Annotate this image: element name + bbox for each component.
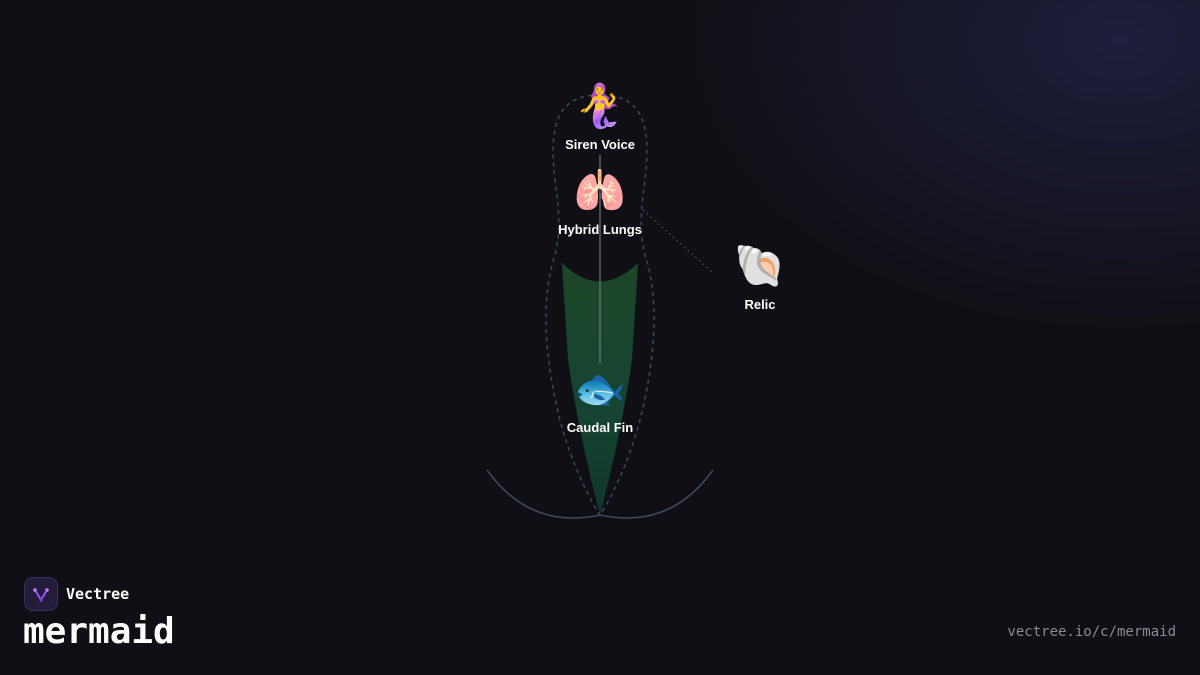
node-label: Hybrid Lungs [558,222,642,237]
node-hybrid-lungs[interactable]: 🫁 Hybrid Lungs [530,166,670,237]
relic-connector [642,209,713,273]
vectree-logo-icon [24,577,58,611]
node-label: Caudal Fin [566,420,634,435]
node-label: Siren Voice [565,137,635,152]
page-title: mermaid [23,611,175,652]
spiral-shell-icon: 🐚 [733,242,787,289]
right-fluke-arc [599,469,714,519]
page-url[interactable]: vectree.io/c/mermaid [1007,624,1176,640]
node-caudal-fin[interactable]: 🐟 Caudal Fin [530,364,670,435]
node-relic[interactable]: 🐚 Relic [690,241,830,312]
node-label: Relic [744,297,776,312]
tail-silhouette [562,263,638,515]
brand[interactable]: Vectree [24,577,129,611]
brand-name: Vectree [66,585,130,603]
left-fluke-arc [486,469,601,519]
node-siren-voice[interactable]: 🧜‍♀️ Siren Voice [530,81,670,152]
lungs-icon: 🫁 [573,167,627,214]
fish-icon: 🐟 [573,365,627,412]
mermaid-icon: 🧜‍♀️ [573,82,627,129]
